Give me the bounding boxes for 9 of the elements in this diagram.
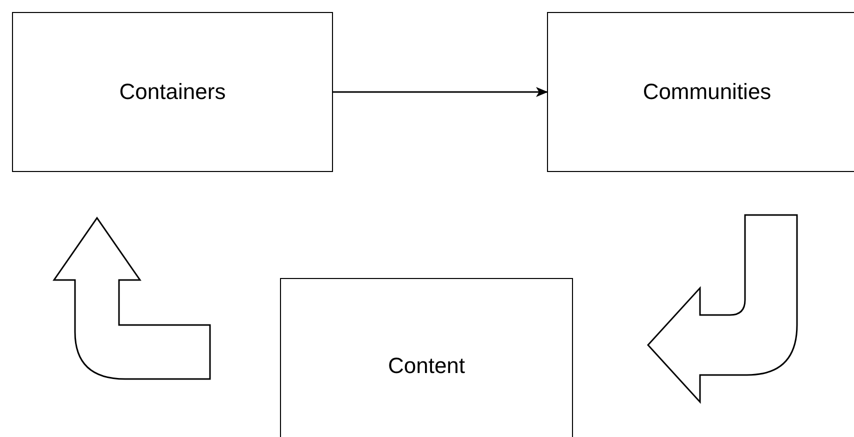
curved-block-arrow: [647, 214, 798, 403]
box-label: Containers: [119, 79, 226, 105]
process-box: [547, 12, 854, 172]
arrow: [333, 87, 548, 97]
curved-block-arrow: [53, 217, 211, 380]
box-label: Communities: [642, 79, 772, 105]
process-box: [12, 12, 333, 172]
process-box: [280, 278, 573, 437]
box-label: Content: [388, 352, 466, 378]
